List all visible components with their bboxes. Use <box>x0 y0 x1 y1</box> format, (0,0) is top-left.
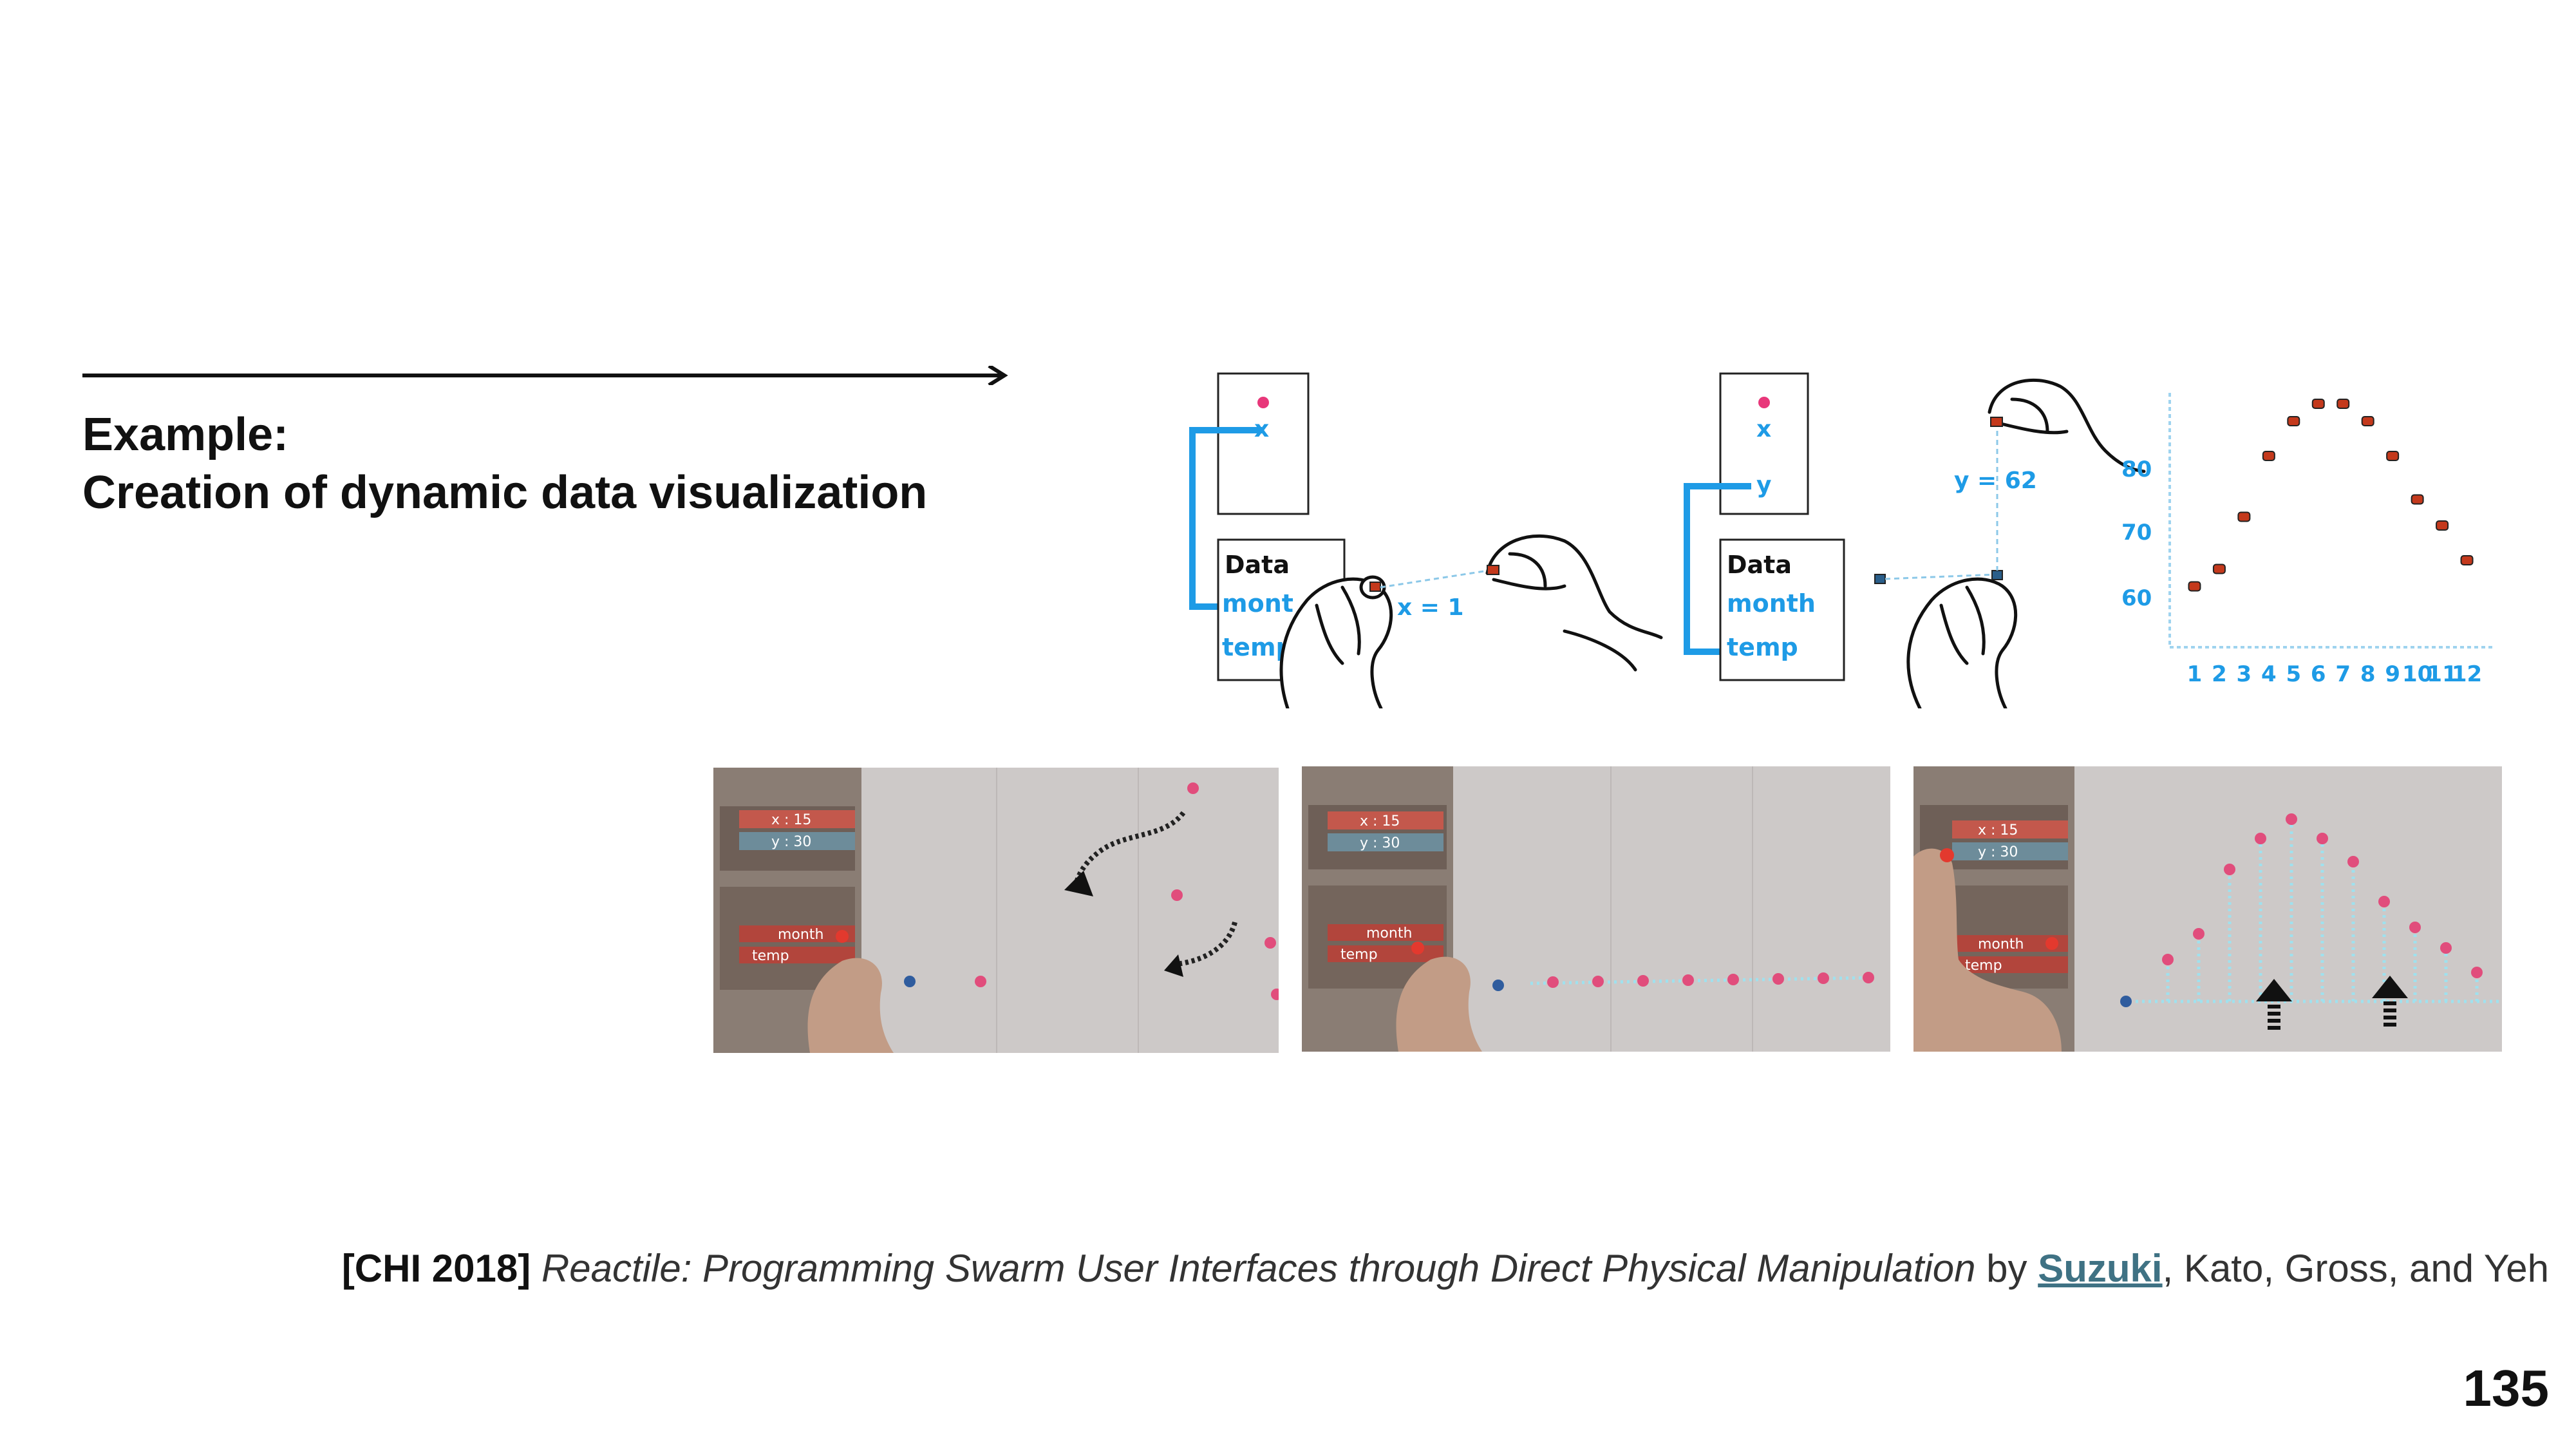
photo2-y-label: y : 30 <box>1360 835 1400 851</box>
panel2-var-x: x <box>1756 416 1771 442</box>
panel1-field-month: mont <box>1222 589 1293 618</box>
photo1-month: month <box>778 927 823 943</box>
y-tick-60: 60 <box>2121 585 2152 611</box>
hand-icon <box>1988 378 2146 473</box>
panel2-field-month: month <box>1727 589 1816 618</box>
photo2-month: month <box>1366 925 1412 942</box>
citation-other-authors: , Kato, Gross, and Yeh <box>2162 1247 2549 1290</box>
panel1-annotation: x = 1 <box>1397 594 1464 621</box>
data-point <box>2212 564 2226 574</box>
x-tick-label: 5 <box>2286 661 2301 687</box>
photo-robots-bar-chart: x : 15 y : 30 month temp <box>1913 766 2502 1052</box>
x-tick-label: 1 <box>2187 661 2203 687</box>
right-arrow-icon <box>82 366 1008 385</box>
photo1-temp: temp <box>752 948 789 964</box>
x-tick-label: 3 <box>2237 661 2252 687</box>
hand-photo <box>1913 848 2062 1052</box>
panel2-data-title: Data <box>1727 551 1792 579</box>
x-tick-label: 9 <box>2385 661 2400 687</box>
data-point <box>2237 511 2251 522</box>
diagram-panel-2: x y Data month temp y = 62 <box>1684 372 2146 708</box>
x-tick-label: 2 <box>2212 661 2227 687</box>
photo2-temp: temp <box>1340 947 1378 963</box>
y-tick-80: 80 <box>2121 457 2152 482</box>
citation-venue: [CHI 2018] <box>341 1247 531 1290</box>
panel2-var-y: y <box>1756 472 1771 498</box>
hand-photo <box>807 958 894 1053</box>
x-tick-label: 4 <box>2261 661 2277 687</box>
panel1-data-title: Data <box>1225 551 1290 579</box>
x-tick-label: 12 <box>2452 661 2482 687</box>
photo1-x-label: x : 15 <box>771 812 811 828</box>
x-tick-label: 10 <box>2402 661 2432 687</box>
photo-robots-x-axis: x : 15 y : 30 month temp <box>1302 766 1890 1052</box>
photo3-temp: temp <box>1965 958 2002 974</box>
data-point <box>2460 555 2474 565</box>
data-point <box>2287 416 2300 426</box>
heading-line-1: Example: <box>82 409 289 460</box>
data-point <box>2188 581 2201 592</box>
data-point <box>2311 399 2325 409</box>
photo2-x-label: x : 15 <box>1360 813 1400 829</box>
up-arrow-icon <box>2372 976 2408 1027</box>
photo3-y-label: y : 30 <box>1978 844 2018 860</box>
hand-icon <box>1485 534 1663 672</box>
y-tick-70: 70 <box>2121 520 2152 545</box>
citation-by: by <box>1975 1247 2038 1290</box>
up-arrow-icon <box>2256 979 2292 1030</box>
citation: [CHI 2018] Reactile: Programming Swarm U… <box>342 1246 2549 1291</box>
x-tick-label: 8 <box>2360 661 2376 687</box>
data-points <box>2188 399 2474 592</box>
slide-heading: Example: Creation of dynamic data visual… <box>82 406 927 522</box>
data-point <box>2386 451 2400 461</box>
photo-robots-moving: x : 15 y : 30 month temp <box>713 768 1279 1053</box>
x-tick-label: 11 <box>2427 661 2457 687</box>
citation-title: Reactile: Programming Swarm User Interfa… <box>541 1247 1976 1290</box>
data-point <box>2361 416 2374 426</box>
x-tick-label: 7 <box>2335 661 2351 687</box>
data-point <box>2411 494 2424 505</box>
reactile-diagram: x Data mont temp x = 1 x y Data <box>1189 372 2495 708</box>
hand-icon <box>1906 577 2018 708</box>
data-point <box>2436 520 2449 531</box>
panel2-annotation: y = 62 <box>1954 468 2037 494</box>
motion-arrow-icon <box>1075 811 1186 882</box>
author-link-suzuki[interactable]: Suzuki <box>2038 1247 2163 1290</box>
heading-line-2: Creation of dynamic data visualization <box>82 467 928 518</box>
pink-dot-icon <box>1758 397 1770 408</box>
photo3-month: month <box>1978 936 2024 952</box>
motion-arrow-icon <box>1176 921 1237 967</box>
pink-dot-icon <box>1257 397 1269 408</box>
panel2-field-temp: temp <box>1727 633 1798 661</box>
photo1-y-label: y : 30 <box>771 834 811 850</box>
hand-photo <box>1396 956 1482 1052</box>
page-number: 135 <box>2463 1359 2549 1417</box>
x-tick-label: 6 <box>2311 661 2326 687</box>
data-point <box>2336 399 2350 409</box>
diagram-panel-1: x Data mont temp x = 1 <box>1189 372 1663 708</box>
photo3-x-label: x : 15 <box>1978 822 2018 838</box>
data-point <box>2262 451 2275 461</box>
